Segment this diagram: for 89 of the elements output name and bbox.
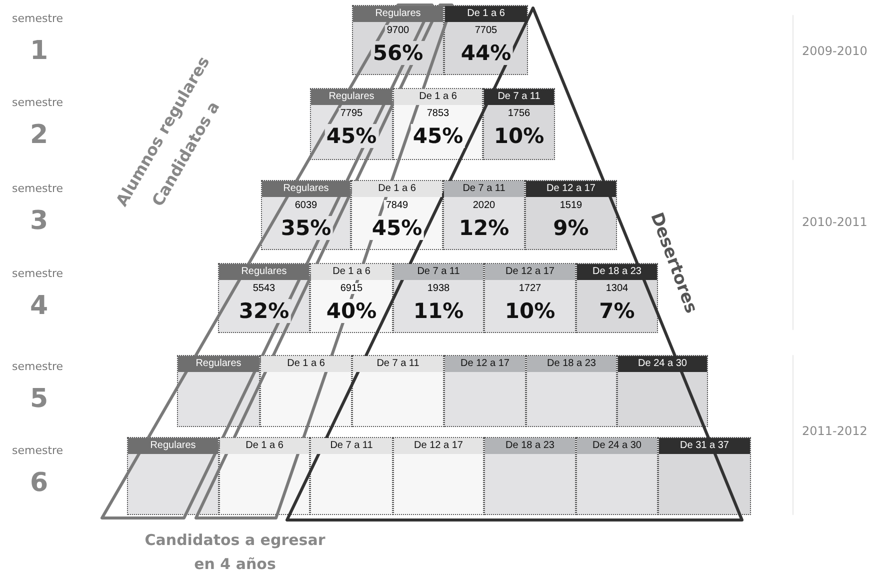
column-header: De 12 a 17 [394,438,483,454]
count-value: 7795 [338,108,365,119]
year-label: 2011-2012 [802,424,868,438]
table-cell [219,437,310,515]
semester-label: semestre [12,267,64,280]
year-label: 2010-2011 [802,215,868,229]
table-cell [443,180,525,250]
column-header: De 18 a 23 [577,264,657,280]
percent-value: 45% [410,124,466,148]
table-cell [393,437,484,515]
percent-value: 44% [458,41,514,65]
count-value: 1519 [558,200,584,211]
column-header: De 1 a 6 [394,89,482,105]
count-value: 6915 [338,283,365,294]
table-cell [393,263,484,333]
column-header: De 7 a 11 [484,89,554,105]
column-header: Regulares [353,6,443,22]
column-header: Regulares [128,438,218,454]
column-header: Regulares [219,264,309,280]
column-header: De 18 a 23 [485,438,575,454]
count-value: 7705 [472,25,500,36]
percent-value: 56% [370,41,426,65]
group-label: Candidatos a egresar en 4 años [144,530,326,575]
semester-number: 5 [30,384,48,414]
semester-number: 4 [30,291,48,321]
table-cell [352,355,444,427]
table-cell [484,263,576,333]
table-cell [444,355,526,427]
table-cell [484,437,576,515]
column-header: De 1 a 6 [220,438,309,454]
count-value: 1756 [506,108,532,119]
column-header: De 7 a 11 [394,264,483,280]
count-value: 1938 [425,283,452,294]
count-value: 5543 [250,283,278,294]
column-header: De 12 a 17 [526,181,616,197]
semester-label: semestre [12,360,64,373]
column-header: Regulares [178,356,259,372]
table-cell [310,88,393,160]
count-value: 2020 [470,200,498,211]
table-cell [352,5,444,75]
percent-value: 40% [324,299,379,323]
table-cell [525,180,617,250]
semester-number: 3 [30,206,48,236]
count-value: 7853 [424,108,452,119]
column-header: De 1 a 6 [261,356,351,372]
column-header: De 12 a 17 [445,356,525,372]
table-cell [393,88,483,160]
table-cell [576,437,658,515]
count-value: 9700 [384,25,412,36]
semester-label: semestre [12,444,64,457]
table-cell [260,355,352,427]
column-header: De 7 a 11 [311,438,392,454]
column-header: De 24 a 30 [618,356,707,372]
semester-label: semestre [12,182,64,195]
table-cell [351,180,443,250]
table-cell [177,355,260,427]
percent-value: 45% [324,124,379,148]
count-value: 1304 [604,283,630,294]
column-header: De 1 a 6 [311,264,392,280]
semester-number: 2 [30,120,48,150]
semester-label: semestre [12,96,64,109]
table-cell [658,437,751,515]
count-value: 6039 [292,200,320,211]
table-cell [483,88,555,160]
column-header: De 1 a 6 [445,6,527,22]
semester-label: semestre [12,12,64,25]
semester-number: 6 [30,468,48,498]
semester-number: 1 [30,36,48,66]
year-label: 2009-2010 [802,44,868,58]
table-cell [261,180,351,250]
column-header: De 18 a 23 [527,356,616,372]
column-header: De 12 a 17 [485,264,575,280]
table-cell [218,263,310,333]
column-header: Regulares [311,89,392,105]
column-header: Regulares [262,181,350,197]
table-cell [444,5,528,75]
table-cell [526,355,617,427]
column-header: De 31 a 37 [659,438,750,454]
count-value: 7849 [384,200,410,211]
table-cell [310,437,393,515]
column-header: De 24 a 30 [577,438,657,454]
table-cell [310,263,393,333]
count-value: 1727 [516,283,544,294]
percent-value: 45% [370,216,424,240]
column-header: De 1 a 6 [352,181,442,197]
table-cell [127,437,219,515]
column-header: De 7 a 11 [353,356,443,372]
column-header: De 7 a 11 [444,181,524,197]
table-cell [617,355,708,427]
